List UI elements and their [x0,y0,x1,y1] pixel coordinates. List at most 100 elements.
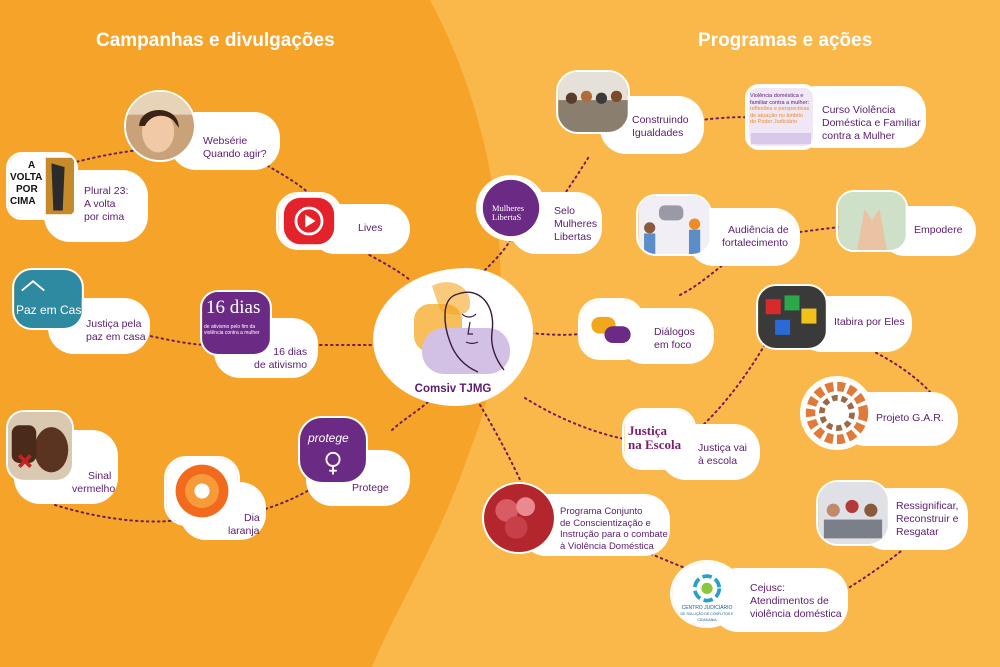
logo-line: Justiça [628,423,667,438]
dialogos-label: Diálogos em foco [654,326,695,352]
protege-label: Protege [352,482,389,495]
label-line: Audiência de [728,224,789,236]
16-dias-thumbnail [200,290,272,356]
logo-line: LibertaS [492,212,522,222]
logo-line: POR [16,184,38,195]
webserie-thumbnail [124,90,196,162]
label-line: Quando agir? [203,148,267,160]
plural23-logo-text: A VOLTA POR CIMA [10,160,42,208]
sinal-vermelho-thumbnail [6,410,74,482]
label-line: Mulheres [554,218,598,230]
woman-face-illustration [414,282,510,374]
webserie-label: Websérie Quando agir? [203,135,267,161]
label-line: Protege [352,482,389,494]
empodere-label: Empodere [914,224,962,237]
paz-em-casa-thumbnail [12,268,84,330]
thumb-line: Violência doméstica e [750,93,804,99]
thumb-line: familiar contra a mulher: [750,99,809,106]
label-line: por cima [84,211,125,223]
center-title: Comsiv TJMG [414,383,492,395]
thumb-line: reflexões e perspectivas [750,106,810,112]
plural23-thumbnail [6,152,78,220]
label-line: Libertas [554,231,592,243]
dia-laranja-thumbnail [164,456,240,526]
sinal-vermelho-label: Sinal vermelho [72,470,115,496]
label-line: de ativismo [254,359,308,371]
plural23-label: Plural 23: A volta por cima [84,185,128,224]
label-line: Lives [358,222,383,234]
label-line: violência doméstica [750,608,842,620]
label-line: Resgatar [896,526,939,538]
label-line: Diálogos [654,326,695,338]
itabira-label: Itabira por Eles [834,316,905,329]
curso-thumbnail-text: Violência doméstica e familiar contra a … [750,93,809,126]
label-line: Projeto G.A.R. [876,412,944,424]
label-line: em foco [654,339,692,351]
label-line: de Conscientização e [560,517,651,529]
label-line: Sinal [88,470,112,482]
gar-label: Projeto G.A.R. [876,412,944,425]
label-line: paz em casa [86,331,146,343]
libertas-logo-text: Mulheres LibertaS [492,204,524,222]
curso-thumbnail [745,84,817,150]
label-line: Atendimentos de [750,595,829,607]
audiencia-label: Audiência de fortalecimento [722,224,789,250]
cejusc-logo-text: CENTRO JUDICIÁRIO DE SOLUÇÃO DE CONFLITO… [676,605,738,623]
label-line: à Violência Doméstica [560,540,654,552]
label-line: Itabira por Eles [834,316,905,328]
label-line: A volta [84,198,116,210]
label-line: contra a Mulher [822,130,895,142]
16-dias-label: 16 dias de ativismo [254,346,307,372]
protege-logo-text: protege [308,431,349,445]
selo-label: Selo Mulheres Libertas [554,205,597,244]
16-dias-logo-small: de ativismo pelo fim da violência contra… [204,324,260,336]
label-line: Empodere [914,224,963,236]
label-line: Dia [244,512,260,524]
label-line: Igualdades [632,127,684,139]
protege-thumbnail [298,416,368,484]
logo-line: de ativismo pelo fim da [204,324,256,330]
label-line: Instrução para o combate [560,529,668,540]
gar-thumbnail [800,376,874,450]
paz-em-casa-logo-text: Paz em Casa [16,303,89,317]
thumb-line: de atuação no âmbito [750,112,803,119]
construindo-label: Construindo Igualdades [632,114,689,140]
logo-line: VOLTA [10,172,43,183]
logo-line: A [28,160,36,171]
label-line: Reconstruir e [896,513,959,525]
logo-line: violência contra a mulher [204,330,260,336]
empodere-thumbnail [836,190,908,252]
ressignificar-thumbnail [816,480,890,546]
escola-logo-text: Justiça na Escola [628,424,681,452]
lives-label: Lives [358,222,383,235]
left-section-heading: Campanhas e divulgações [96,30,335,51]
programa-conjunto-label: Programa Conjunto de Conscientização e I… [560,506,668,552]
cejusc-label: Cejusc: Atendimentos de violência domést… [750,582,842,621]
construindo-thumbnail [556,70,630,134]
label-line: fortalecimento [722,237,788,249]
label-line: Doméstica e Familiar [822,117,921,129]
play-icon [294,206,324,236]
label-line: 16 dias [273,346,308,358]
lives-thumbnail [276,192,342,250]
justica-escola-thumbnail [622,408,696,470]
itabira-thumbnail [756,284,828,350]
justica-paz-label: Justiça pela paz em casa [86,318,146,344]
16-dias-logo-big: 16 dias [206,297,261,318]
label-line: Plural 23: [84,185,129,197]
label-line: Justiça pela [86,318,142,330]
label-line: Curso Violência [822,104,896,116]
programa-conjunto-thumbnail [482,482,556,554]
label-line: vermelho [72,483,116,495]
logo-line: CENTRO JUDICIÁRIO [681,605,733,611]
cejusc-thumbnail [670,560,744,628]
label-line: à escola [698,455,738,467]
justica-escola-label: Justiça vai à escola [698,442,747,468]
logo-line: Mulheres [492,203,525,213]
logo-line: DE SOLUÇÃO DE CONFLITOS E CIDADANIA [680,612,734,622]
label-line: Construindo [632,114,689,126]
label-line: Cejusc: [750,582,786,594]
label-line: Ressignificar, [896,500,959,512]
label-line: laranja [228,525,260,537]
ressignificar-label: Ressignificar, Reconstruir e Resgatar [896,500,958,539]
